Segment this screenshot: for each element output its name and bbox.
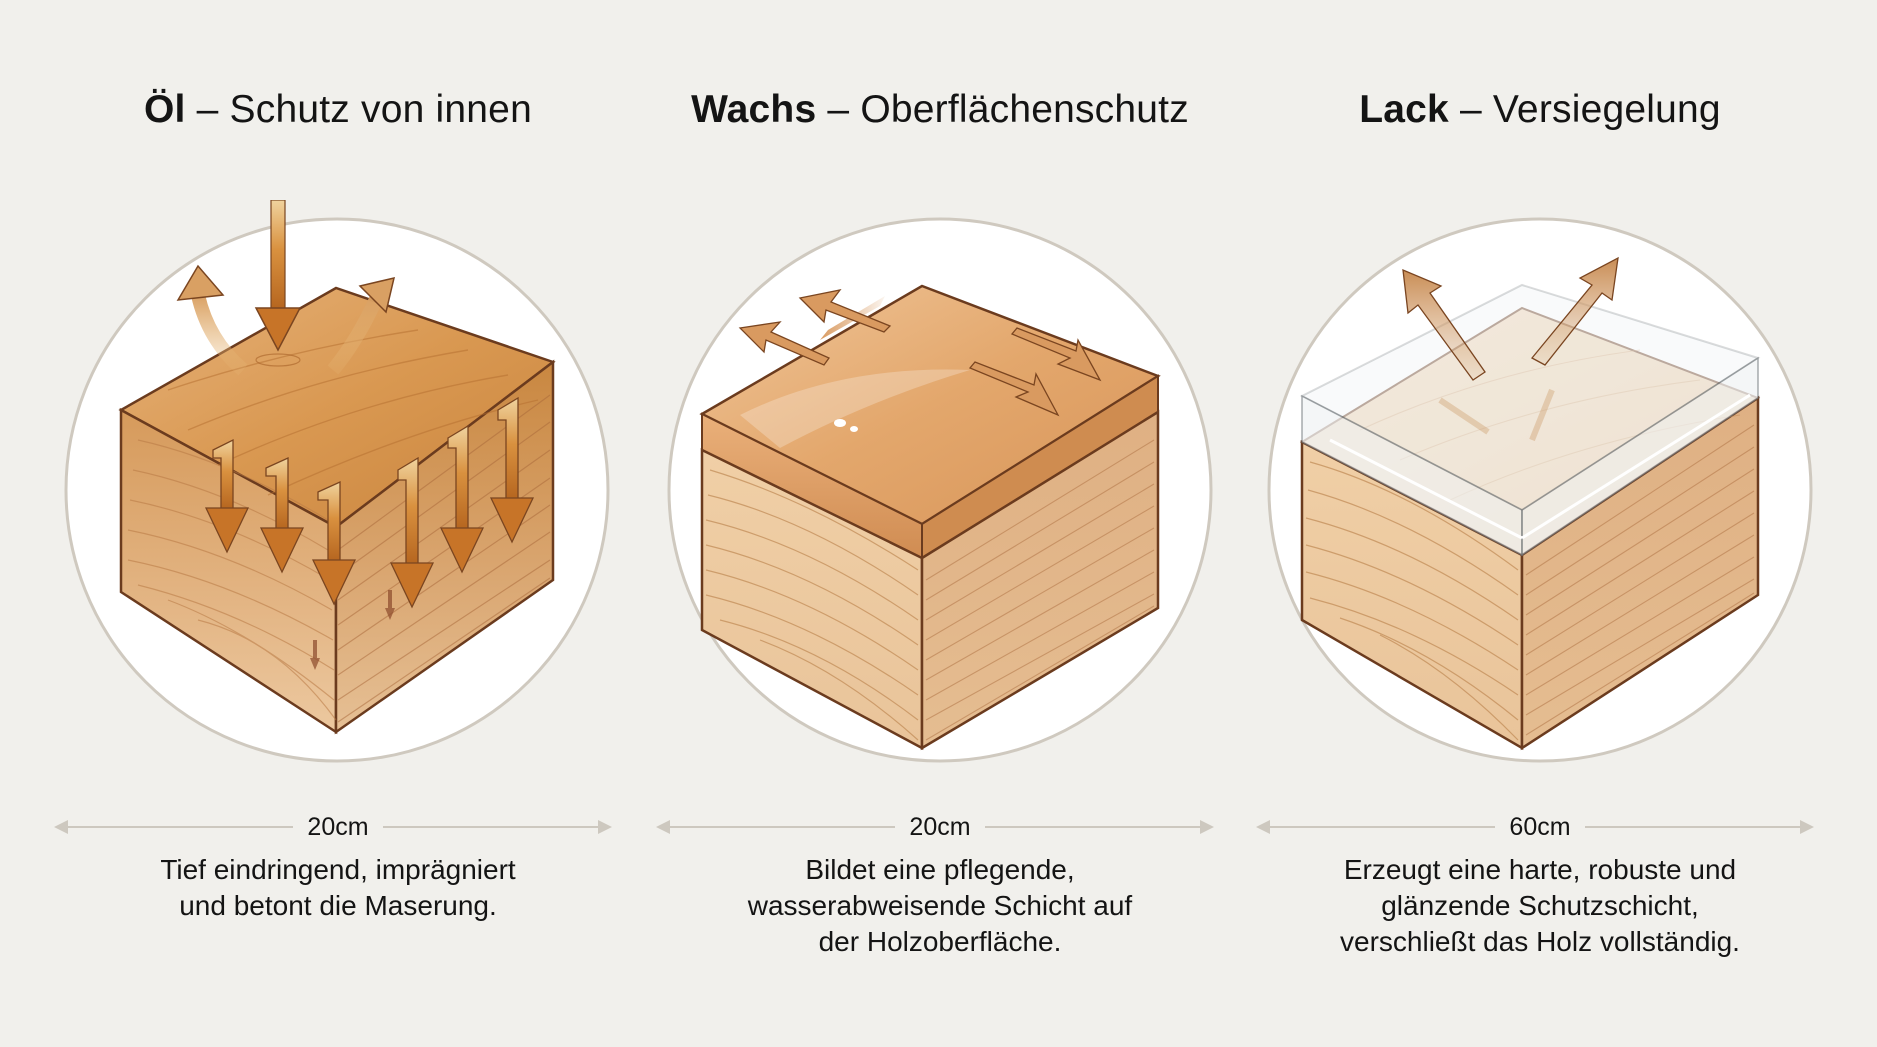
dimension-indicator: 60cm xyxy=(1240,812,1840,842)
description-line: Erzeugt eine harte, robuste und xyxy=(1343,854,1737,885)
title-rest: – Schutz von innen xyxy=(185,88,532,131)
panel-wachs: Wachs – Oberflächenschutz xyxy=(640,0,1240,1047)
panel-description: Erzeugt eine harte, robuste und glänzend… xyxy=(1240,852,1840,960)
description-line: der Holzoberfläche. xyxy=(818,926,1062,957)
panel-title: Lack – Versiegelung xyxy=(1240,88,1840,132)
dimension-indicator: 20cm xyxy=(640,812,1240,842)
dimension-label: 20cm xyxy=(293,813,383,841)
oil-cube-illustration xyxy=(38,199,638,790)
title-bold: Wachs xyxy=(691,88,817,131)
description-line: Tief eindringend, imprägniert xyxy=(160,854,516,885)
dimension-indicator: 20cm xyxy=(38,812,638,842)
panel-lack: Lack – Versiegelung xyxy=(1240,0,1840,1047)
description-line: wasserabweisende Schicht auf xyxy=(747,890,1133,921)
wax-cube-illustration xyxy=(640,200,1240,790)
panel-description: Bildet eine pflegende, wasserabweisende … xyxy=(640,852,1240,960)
panel-oel: Öl – Schutz von innen xyxy=(38,0,638,1047)
lacquer-cube-illustration xyxy=(1240,200,1840,790)
description-line: glänzende Schutzschicht, xyxy=(1381,890,1699,921)
description-line: Bildet eine pflegende, xyxy=(805,854,1075,885)
panel-title: Öl – Schutz von innen xyxy=(38,88,638,132)
description-line: verschließt das Holz vollständig. xyxy=(1340,926,1740,957)
description-line: und betont die Maserung. xyxy=(179,890,497,921)
panel-title: Wachs – Oberflächenschutz xyxy=(640,88,1240,132)
dimension-label: 60cm xyxy=(1495,813,1585,841)
dimension-label: 20cm xyxy=(895,813,985,841)
title-rest: – Versiegelung xyxy=(1448,88,1721,131)
title-bold: Lack xyxy=(1359,88,1449,131)
title-bold: Öl xyxy=(144,88,186,131)
panel-description: Tief eindringend, imprägniert und betont… xyxy=(38,852,638,924)
title-rest: – Oberflächenschutz xyxy=(816,88,1189,131)
